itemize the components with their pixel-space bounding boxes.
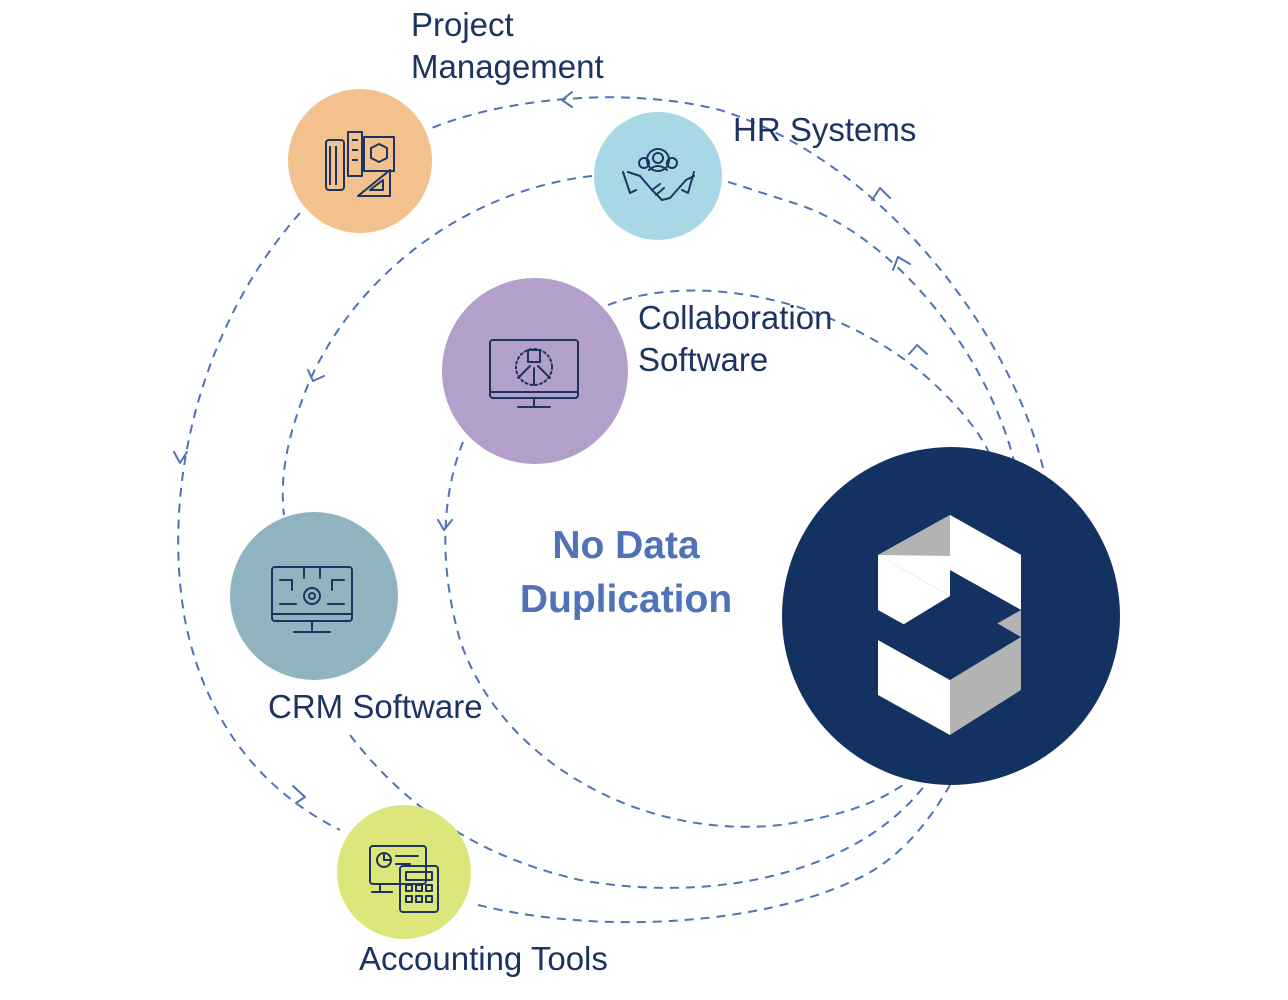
center-text-line1: No Data bbox=[552, 524, 700, 567]
arrow-inner-right bbox=[908, 344, 928, 355]
arrow-middle-left bbox=[307, 369, 325, 382]
outer-flow-arc bbox=[431, 96, 1044, 469]
monitor-teamwork-icon bbox=[489, 339, 579, 408]
accounting-circle bbox=[337, 805, 471, 939]
calculator-report-icon bbox=[369, 845, 439, 913]
monitor-gear-circuit-icon bbox=[271, 566, 353, 633]
handshake-team-icon bbox=[622, 148, 695, 201]
hr-systems-label-text: HR Systems bbox=[733, 111, 917, 148]
arrow-outer-bottom-left bbox=[292, 785, 306, 804]
project-management-label-line1: Project bbox=[411, 6, 514, 43]
no-data-duplication-text: No Data Duplication bbox=[466, 519, 786, 627]
node-collaboration-software bbox=[442, 278, 628, 464]
hr-systems-label: HR Systems bbox=[733, 109, 916, 151]
arrow-outer-left bbox=[173, 451, 188, 464]
arrow-inner-left bbox=[437, 519, 453, 531]
node-crm-software bbox=[230, 512, 398, 680]
outer-left-flow-arc bbox=[177, 212, 341, 831]
middle-bottom-flow-arc bbox=[349, 734, 926, 889]
project-management-label-line2: Management bbox=[411, 48, 604, 85]
middle-left-flow-arc bbox=[281, 175, 593, 516]
arrow-outer-right-1 bbox=[871, 187, 891, 201]
crm-software-label: CRM Software bbox=[268, 686, 483, 728]
crm-label-text: CRM Software bbox=[268, 688, 483, 725]
accounting-label-text: Accounting Tools bbox=[359, 940, 608, 977]
collaboration-label-line1: Collaboration bbox=[638, 299, 833, 336]
hub-logo bbox=[782, 447, 1120, 785]
center-text-line2: Duplication bbox=[519, 578, 733, 621]
project-management-label: Project Management bbox=[411, 4, 604, 88]
hr-systems-circle bbox=[594, 112, 722, 240]
arrow-outer-right-2 bbox=[892, 256, 911, 271]
s-cube-logo bbox=[878, 515, 1021, 735]
middle-flow-arc bbox=[723, 180, 1016, 466]
flow-arcs bbox=[177, 96, 1044, 924]
collaboration-software-label: Collaboration Software bbox=[638, 297, 832, 381]
flow-arrows bbox=[173, 91, 928, 804]
blueprint-tools-icon bbox=[325, 131, 395, 197]
inner-left-flow-arc bbox=[444, 441, 904, 828]
collaboration-label-line2: Software bbox=[638, 341, 769, 378]
outer-bottom-flow-arc bbox=[477, 784, 951, 924]
accounting-tools-label: Accounting Tools bbox=[359, 938, 608, 980]
project-management-circle bbox=[288, 89, 432, 233]
arrow-outer-top bbox=[561, 91, 573, 108]
node-hr-systems bbox=[594, 112, 722, 240]
node-accounting-tools bbox=[337, 805, 471, 939]
node-project-management bbox=[288, 89, 432, 233]
